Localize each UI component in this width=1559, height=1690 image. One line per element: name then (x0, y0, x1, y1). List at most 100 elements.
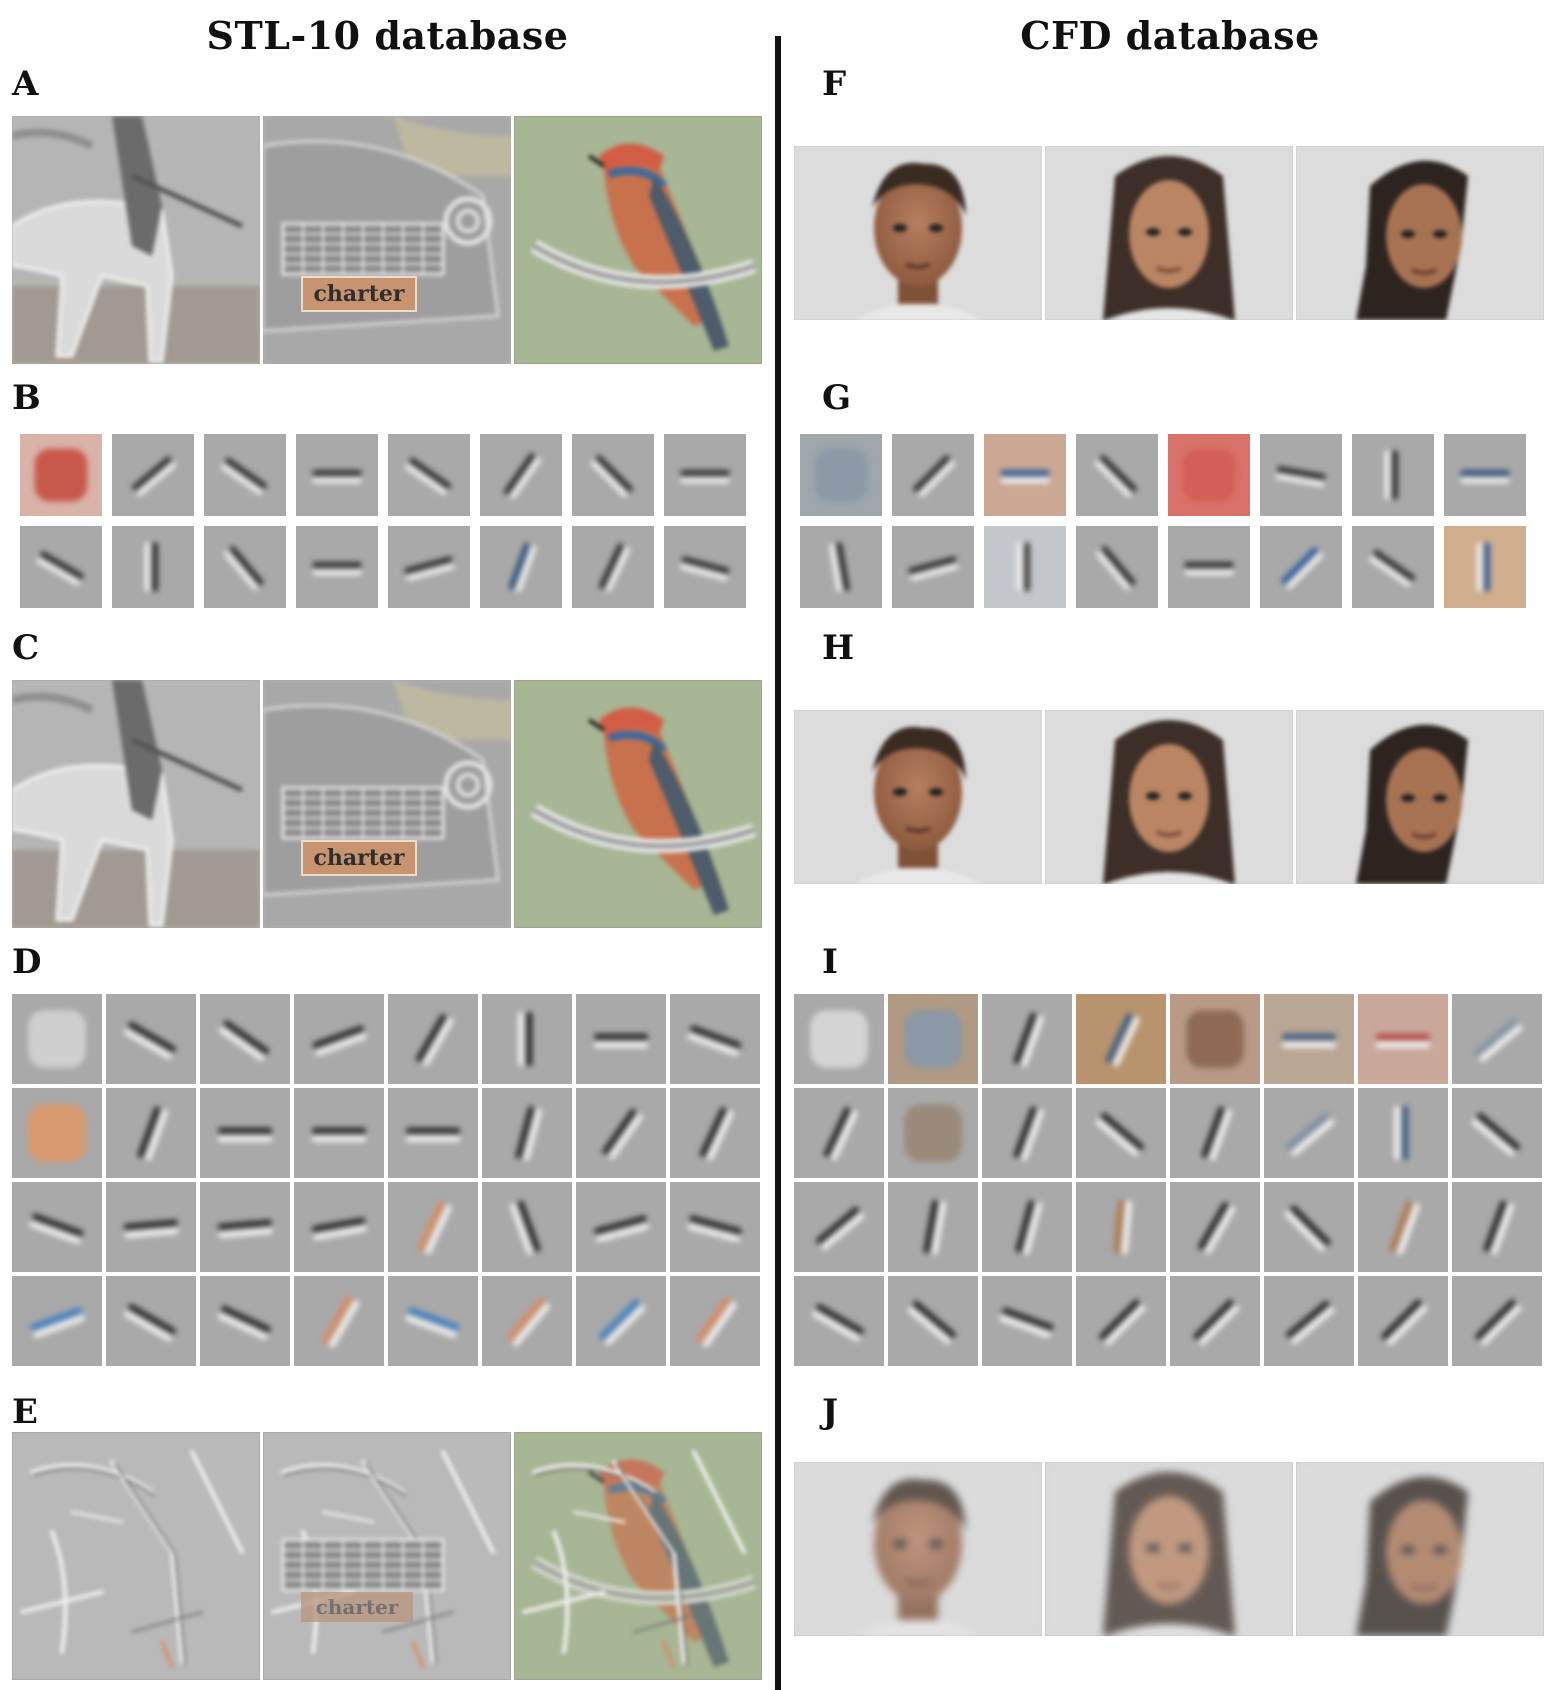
panel-label-i: I (822, 942, 838, 982)
panel-c-images: charter (12, 680, 762, 928)
cfd-dictionary-tile (1358, 1088, 1448, 1178)
stl-dictionary-tile (670, 1182, 760, 1272)
stl-dictionary-tile (482, 1088, 572, 1178)
stl-dictionary-tile (12, 994, 102, 1084)
panel-e-images: charter (12, 1432, 762, 1680)
face-reconstruction-1 (794, 710, 1042, 884)
panel-i-dictionary (794, 994, 1542, 1366)
stl-dictionary-tile (388, 1182, 478, 1272)
stl-filter-tile (388, 526, 470, 608)
stl-dictionary-tile (670, 1088, 760, 1178)
cfd-dictionary-tile (888, 994, 978, 1084)
stl-dictionary-tile (12, 1182, 102, 1272)
cfd-dictionary-tile (888, 1088, 978, 1178)
cfd-dictionary-tile (1076, 1276, 1166, 1366)
stl-dictionary-tile (106, 994, 196, 1084)
panel-g-filters (800, 434, 1526, 608)
stl-dictionary-tile (12, 1276, 102, 1366)
stl-dictionary-tile (106, 1182, 196, 1272)
cfd-filter-tile (1260, 434, 1342, 516)
charter-sign: charter (301, 276, 417, 312)
panel-label-b: B (12, 378, 41, 418)
panel-label-d: D (12, 942, 42, 982)
charter-sign: charter (301, 840, 417, 876)
stl-dictionary-tile (200, 1276, 290, 1366)
panel-label-c: C (12, 628, 40, 668)
cfd-dictionary-tile (1170, 1088, 1260, 1178)
stl-dictionary-tile (482, 994, 572, 1084)
cfd-dictionary-tile (1264, 994, 1354, 1084)
cfd-dictionary-tile (1264, 1182, 1354, 1272)
stl10-column-title: STL-10 database (206, 13, 569, 58)
stl-dictionary-tile (670, 1276, 760, 1366)
stl-filter-tile (112, 526, 194, 608)
stl-dictionary-tile (200, 1088, 290, 1178)
panel-b-filters (20, 434, 746, 608)
stl-filter-tile (296, 434, 378, 516)
face-reconstruction-3 (1296, 710, 1544, 884)
stl-filter-tile (20, 434, 102, 516)
panel-label-a: A (12, 64, 39, 104)
stl-dictionary-tile (294, 994, 384, 1084)
panel-label-j: J (822, 1392, 839, 1432)
cfd-dictionary-tile (1358, 1182, 1448, 1272)
cfd-filter-tile (984, 434, 1066, 516)
cfd-filter-tile (1352, 526, 1434, 608)
cfd-dictionary-tile (794, 1276, 884, 1366)
cfd-dictionary-tile (982, 1088, 1072, 1178)
stl-dictionary-tile (106, 1088, 196, 1178)
face-sparse-2 (1045, 1462, 1293, 1636)
panel-a-images: charter (12, 116, 762, 364)
bird-sparse-reconstruction (514, 1432, 762, 1680)
cfd-dictionary-tile (888, 1182, 978, 1272)
stl-dictionary-tile (388, 994, 478, 1084)
stl-filter-tile (296, 526, 378, 608)
cfd-dictionary-tile (1358, 1276, 1448, 1366)
face-image-3 (1296, 146, 1544, 320)
panel-label-h: H (822, 628, 855, 668)
cfd-filter-tile (1444, 434, 1526, 516)
car-sparse-reconstruction: charter (263, 1432, 511, 1680)
cfd-dictionary-tile (1452, 1276, 1542, 1366)
stl-dictionary-tile (200, 1182, 290, 1272)
panel-f-images (794, 146, 1544, 320)
stl-filter-tile (480, 434, 562, 516)
cfd-filter-tile (1352, 434, 1434, 516)
cfd-filter-tile (800, 526, 882, 608)
stl-dictionary-tile (106, 1276, 196, 1366)
cfd-filter-tile (1444, 526, 1526, 608)
face-reconstruction-2 (1045, 710, 1293, 884)
horse-image (12, 116, 260, 364)
cfd-filter-tile (1076, 526, 1158, 608)
stl-dictionary-tile (294, 1182, 384, 1272)
face-image-2 (1045, 146, 1293, 320)
cfd-dictionary-tile (888, 1276, 978, 1366)
stl-filter-tile (572, 434, 654, 516)
cfd-dictionary-tile (1076, 1088, 1166, 1178)
car-image: charter (263, 116, 511, 364)
cfd-filter-tile (1168, 434, 1250, 516)
cfd-dictionary-tile (1452, 1182, 1542, 1272)
stl-dictionary-tile (482, 1182, 572, 1272)
panel-j-images (794, 1462, 1544, 1636)
cfd-filter-tile (984, 526, 1066, 608)
stl-filter-tile (480, 526, 562, 608)
stl-dictionary-tile (670, 994, 760, 1084)
stl-filter-tile (20, 526, 102, 608)
cfd-dictionary-tile (1452, 1088, 1542, 1178)
stl-dictionary-tile (294, 1088, 384, 1178)
cfd-dictionary-tile (1170, 994, 1260, 1084)
panel-label-e: E (12, 1392, 38, 1432)
cfd-dictionary-tile (1264, 1276, 1354, 1366)
stl-filter-tile (664, 526, 746, 608)
stl-dictionary-tile (12, 1088, 102, 1178)
stl-dictionary-tile (388, 1276, 478, 1366)
cfd-filter-tile (1076, 434, 1158, 516)
cfd-dictionary-tile (794, 994, 884, 1084)
panel-label-f: F (822, 64, 847, 104)
cfd-filter-tile (892, 434, 974, 516)
stl-filter-tile (572, 526, 654, 608)
panel-d-dictionary (12, 994, 760, 1366)
cfd-dictionary-tile (1076, 994, 1166, 1084)
stl-dictionary-tile (200, 994, 290, 1084)
